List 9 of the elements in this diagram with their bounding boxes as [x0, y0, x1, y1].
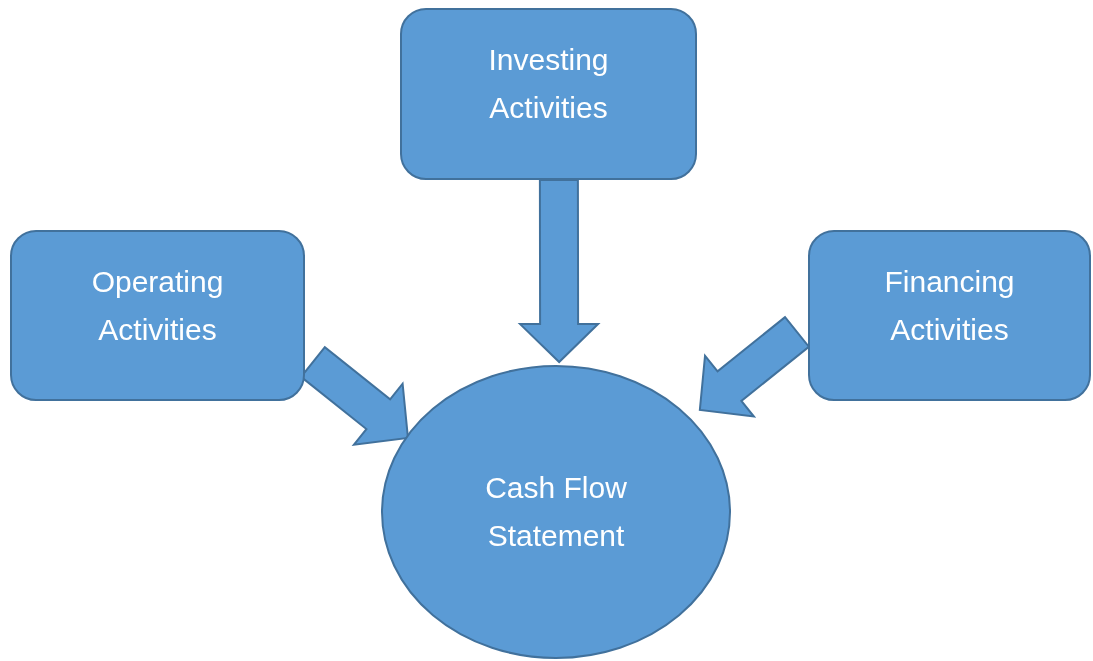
node-label: Financing Activities: [883, 263, 1016, 348]
process-box: [10, 230, 305, 401]
node-label: Operating Activities: [90, 263, 225, 348]
block-arrow: [698, 315, 811, 418]
process-box: [808, 230, 1091, 401]
node-label: Investing Activities: [487, 42, 610, 126]
node-label: Cash Flow Statement: [484, 470, 628, 554]
process-box: [400, 8, 697, 180]
block-arrow: [517, 178, 601, 364]
